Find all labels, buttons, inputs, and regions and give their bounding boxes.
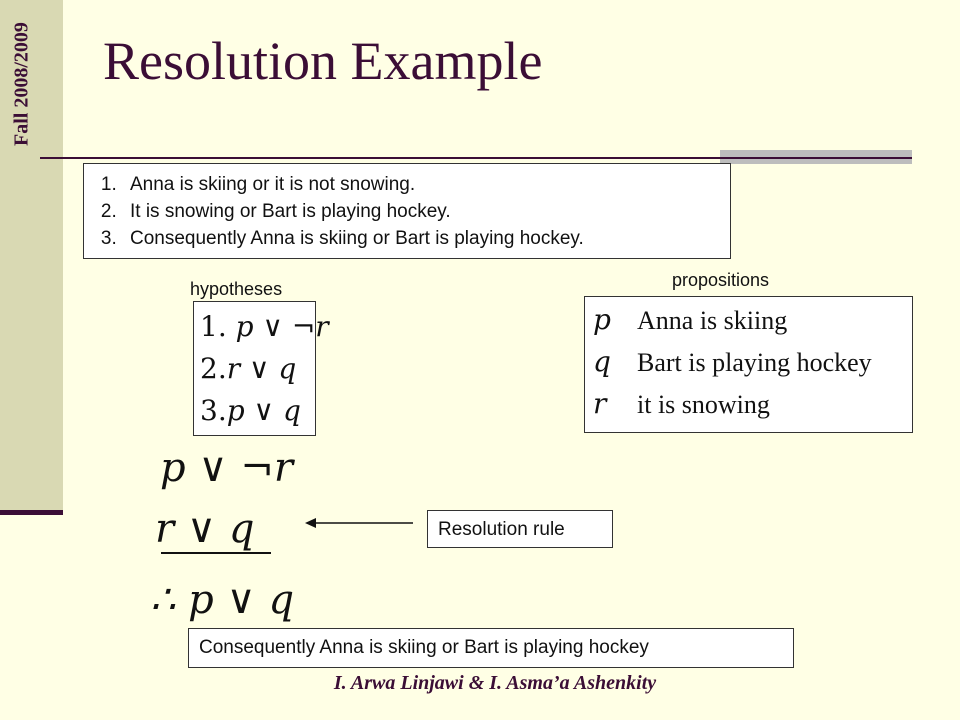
rule-premise-2: r ∨ q bbox=[155, 506, 255, 552]
hypothesis-1: 1. p ∨ ¬r bbox=[200, 310, 329, 343]
proposition-var: p bbox=[593, 303, 611, 336]
statements-list: Anna is skiing or it is not snowing. It … bbox=[94, 171, 730, 252]
statement-item: Consequently Anna is skiing or Bart is p… bbox=[122, 225, 730, 252]
propositions-label: propositions bbox=[672, 270, 770, 290]
proposition-var: r bbox=[593, 387, 607, 420]
proposition-text: Anna is skiing bbox=[637, 306, 788, 335]
resolution-rule-label: Resolution rule bbox=[427, 510, 613, 548]
footer-authors: I. Arwa Linjawi & I. Asma’a Ashenkity bbox=[333, 672, 657, 694]
hypothesis-3: 3.p ∨ q bbox=[200, 394, 301, 427]
side-band-rule bbox=[0, 510, 63, 515]
side-band bbox=[0, 0, 63, 510]
propositions-box: p Anna is skiing q Bart is playing hocke… bbox=[584, 296, 913, 433]
rule-premise-1: p ∨ ¬r bbox=[160, 445, 293, 491]
proposition-text: it is snowing bbox=[637, 390, 770, 419]
proposition-text: Bart is playing hockey bbox=[637, 348, 872, 377]
semester-label: Fall 2008/2009 bbox=[10, 22, 33, 146]
proposition-row: r it is snowing bbox=[593, 387, 912, 429]
statement-item: Anna is skiing or it is not snowing. bbox=[122, 171, 730, 198]
statement-item: It is snowing or Bart is playing hockey. bbox=[122, 198, 730, 225]
hypotheses-label: hypotheses bbox=[190, 279, 283, 299]
hypotheses-box: 1. p ∨ ¬r 2.r ∨ q 3.p ∨ q bbox=[193, 301, 329, 436]
title-rule bbox=[40, 157, 912, 159]
slide-title: Resolution Example bbox=[103, 31, 543, 91]
inference-line bbox=[161, 552, 271, 554]
statements-box: Anna is skiing or it is not snowing. It … bbox=[83, 163, 731, 259]
proposition-row: q Bart is playing hockey bbox=[593, 345, 912, 387]
arrow-left-icon bbox=[305, 518, 413, 528]
conclusion-box: Consequently Anna is skiing or Bart is p… bbox=[188, 628, 794, 668]
proposition-row: p Anna is skiing bbox=[593, 303, 912, 345]
proposition-var: q bbox=[593, 345, 611, 378]
hypothesis-2: 2.r ∨ q bbox=[200, 352, 297, 385]
rule-conclusion: ∴ p ∨ q bbox=[150, 577, 295, 623]
